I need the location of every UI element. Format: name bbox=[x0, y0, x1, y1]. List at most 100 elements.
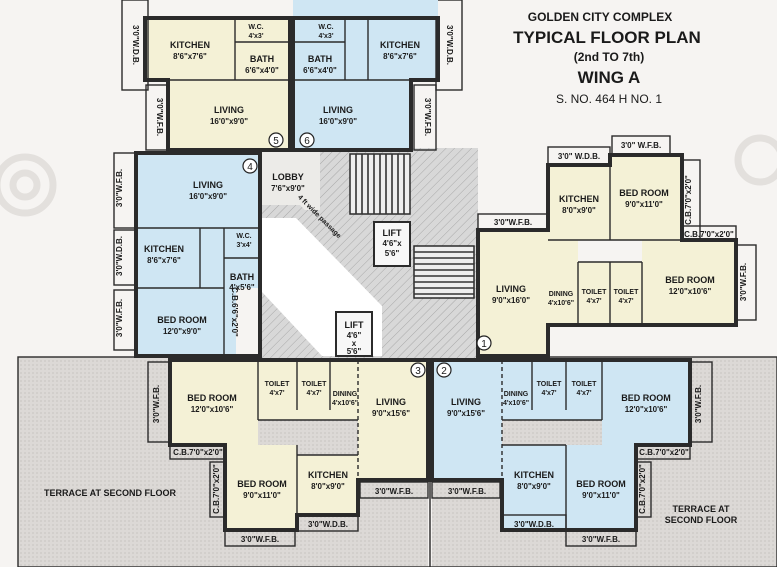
dining-label: DINING bbox=[549, 291, 574, 298]
wfb-label: 3'0" W.F.B. bbox=[621, 141, 661, 150]
unit-6-marker bbox=[299, 132, 315, 148]
wdb-label: 3'0"W.D.B. bbox=[514, 520, 554, 529]
wfb-label: 3'0"W.F.B. bbox=[739, 263, 748, 301]
unit-3 bbox=[147, 358, 430, 547]
wfb-label: 3'0"W.F.B. bbox=[582, 535, 620, 544]
bath-label: BATH bbox=[230, 272, 254, 282]
bath-dim: 6'6"x4'0" bbox=[245, 66, 279, 75]
lobby-dim: 7'6"x9'0" bbox=[271, 184, 305, 193]
dining-dim: 4'x10'6" bbox=[503, 400, 529, 407]
bedroom-dim: 12'0"x10'6" bbox=[669, 287, 712, 296]
kitchen-label: KITCHEN bbox=[308, 470, 348, 480]
cb-label: C.B.7'0"x2'0" bbox=[684, 175, 693, 225]
wc-dim: 4'x3' bbox=[318, 33, 333, 40]
toilet-dim: 4'x7' bbox=[541, 390, 556, 397]
cb-label: C.B.7'0"x2'0" bbox=[684, 230, 734, 239]
toilet-dim: 4'x7' bbox=[586, 298, 601, 305]
wfb-label: 3'0"W.F.B. bbox=[494, 218, 532, 227]
lift-dim: 4'6" bbox=[347, 331, 362, 340]
bedroom-dim: 9'0"x11'0" bbox=[582, 491, 620, 500]
lobby-area bbox=[262, 150, 320, 210]
wing-label: WING A bbox=[578, 68, 641, 87]
lobby-label: LOBBY bbox=[272, 172, 304, 182]
wfb-label: 3'0"W.F.B. bbox=[423, 98, 432, 136]
unit-4-marker bbox=[242, 158, 258, 174]
wfb-label: 3'0"W.F.B. bbox=[448, 487, 486, 496]
living-label: LIVING bbox=[496, 284, 526, 294]
toilet-dim: 4'x7' bbox=[306, 390, 321, 397]
terrace-label: TERRACE AT SECOND FLOOR bbox=[44, 488, 176, 498]
kitchen-dim: 8'6"x7'6" bbox=[173, 52, 207, 61]
unit-2-number: 2 bbox=[441, 366, 447, 377]
dining-dim: 4'x10'6" bbox=[548, 300, 574, 307]
dining-dim: 4'x10'6" bbox=[332, 400, 358, 407]
kitchen-label: KITCHEN bbox=[170, 40, 210, 50]
lift-dim: 5'6" bbox=[347, 347, 362, 356]
wfb-label: 3'0"W.F.B. bbox=[152, 385, 161, 423]
living-label: LIVING bbox=[451, 397, 481, 407]
terrace-label: SECOND FLOOR bbox=[665, 515, 738, 525]
toilet-dim: 4'x7' bbox=[576, 390, 591, 397]
wfb-label: 3'0"W.F.B. bbox=[115, 299, 124, 337]
bedroom-label: BED ROOM bbox=[621, 393, 671, 403]
bath-label: BATH bbox=[308, 54, 332, 64]
bedroom-dim: 9'0"x11'0" bbox=[625, 200, 663, 209]
unit-4 bbox=[113, 151, 262, 358]
wfb-label: 3'0"W.F.B. bbox=[241, 535, 279, 544]
kitchen-label: KITCHEN bbox=[514, 470, 554, 480]
living-dim: 9'0"x16'0" bbox=[492, 296, 530, 305]
unit-1-number: 1 bbox=[481, 339, 487, 350]
toilet-label: TOILET bbox=[582, 289, 607, 296]
bedroom-label: BED ROOM bbox=[157, 315, 207, 325]
background-swirl bbox=[0, 134, 777, 217]
unit-1-marker bbox=[476, 335, 492, 351]
kitchen-label: KITCHEN bbox=[559, 194, 599, 204]
unit-6-number: 6 bbox=[304, 136, 310, 147]
cb-label: C.B.7'0"x2'0" bbox=[638, 464, 647, 514]
bath-label: BATH bbox=[250, 54, 274, 64]
toilet-dim: 4'x7' bbox=[618, 298, 633, 305]
living-dim: 9'0"x15'6" bbox=[372, 409, 410, 418]
wc-label: W.C. bbox=[236, 233, 251, 240]
plan-title: TYPICAL FLOOR PLAN bbox=[513, 28, 701, 47]
bedroom-dim: 9'0"x11'0" bbox=[243, 491, 281, 500]
living-label: LIVING bbox=[376, 397, 406, 407]
lift-2 bbox=[335, 311, 373, 357]
dining-label: DINING bbox=[333, 391, 358, 398]
bedroom-dim: 12'0"x9'0" bbox=[163, 327, 201, 336]
unit-2-marker bbox=[436, 362, 452, 378]
wc-label: W.C. bbox=[318, 24, 333, 31]
wdb-label: 3'0" W.D.B. bbox=[558, 152, 600, 161]
wfb-label: 3'0"W.F.B. bbox=[115, 169, 124, 207]
living-dim: 9'0"x15'6" bbox=[447, 409, 485, 418]
unit-5 bbox=[121, 0, 292, 152]
lift-1 bbox=[373, 221, 411, 267]
wfb-label: 3'0"W.F.B. bbox=[694, 385, 703, 423]
complex-name: GOLDEN CITY COMPLEX bbox=[528, 10, 672, 24]
wdb-label: 3'0"W.D.B. bbox=[308, 520, 348, 529]
wc-label: W.C. bbox=[248, 24, 263, 31]
living-label: LIVING bbox=[214, 105, 244, 115]
unit-6 bbox=[291, 0, 463, 152]
kitchen-dim: 8'0"x9'0" bbox=[311, 482, 345, 491]
toilet-label: TOILET bbox=[572, 381, 597, 388]
cb-label: C.B.7'0"x2'0" bbox=[173, 448, 223, 457]
bedroom-label: BED ROOM bbox=[237, 479, 287, 489]
kitchen-label: KITCHEN bbox=[144, 244, 184, 254]
wdb-label: 3'0"W.D.B. bbox=[115, 236, 124, 276]
bedroom-label: BED ROOM bbox=[619, 188, 669, 198]
wc-dim: 3'x4' bbox=[236, 242, 251, 249]
unit-3-number: 3 bbox=[415, 366, 421, 377]
living-label: LIVING bbox=[323, 105, 353, 115]
bath-dim: 4'x5'6" bbox=[229, 283, 255, 292]
kitchen-dim: 8'0"x9'0" bbox=[517, 482, 551, 491]
wdb-label: 3'0"W.D.B. bbox=[445, 25, 454, 65]
staircase bbox=[349, 153, 475, 299]
floor-range: (2nd TO 7th) bbox=[574, 50, 644, 64]
living-dim: 16'0"x9'0" bbox=[210, 117, 248, 126]
cb-label: C.B.6'6"x2'0" bbox=[230, 287, 239, 337]
wdb-label: 3'0"W.D.B. bbox=[131, 25, 140, 65]
wc-dim: 4'x3' bbox=[248, 33, 263, 40]
unit-5-marker bbox=[268, 132, 284, 148]
kitchen-dim: 8'6"x7'6" bbox=[383, 52, 417, 61]
